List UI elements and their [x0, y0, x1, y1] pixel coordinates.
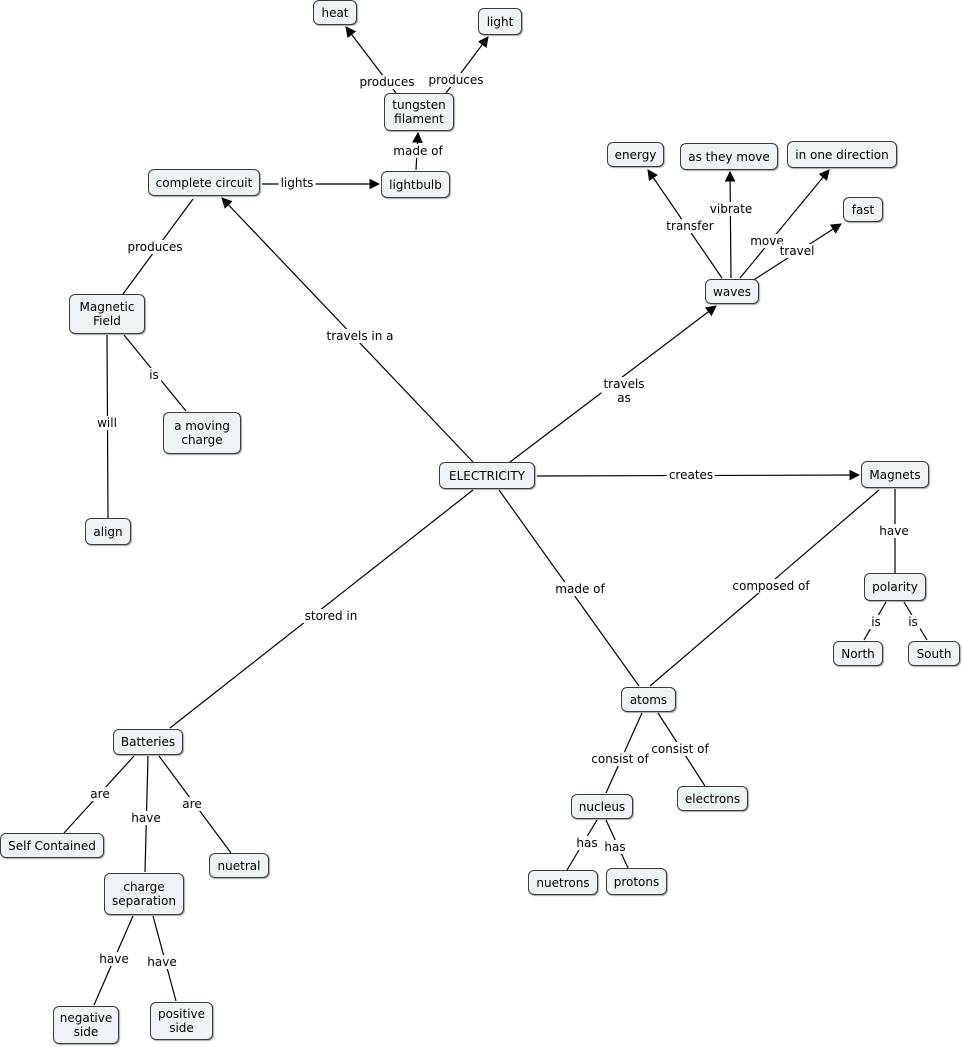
- link-label-transfer: transfer: [664, 219, 716, 233]
- concept-in-one-direction[interactable]: in one direction: [787, 141, 897, 168]
- link-label-composed-of: composed of: [730, 579, 812, 593]
- link-label-consist-of-electrons: consist of: [649, 742, 711, 756]
- link-label-are-nuetral: are: [180, 797, 204, 811]
- link-label-stored-in: stored in: [302, 609, 360, 623]
- edge-waves-as-they-move: [724, 170, 736, 279]
- concept-as-they-move[interactable]: as they move: [680, 143, 778, 170]
- concept-fast[interactable]: fast: [843, 197, 883, 222]
- link-label-are-self-contained: are: [88, 787, 112, 801]
- concept-atoms[interactable]: atoms: [621, 687, 676, 712]
- concept-self-contained[interactable]: Self Contained: [0, 833, 104, 858]
- concept-nuetral[interactable]: nuetral: [209, 853, 269, 878]
- concept-align[interactable]: align: [85, 518, 131, 545]
- concept-electricity[interactable]: ELECTRICITY: [439, 462, 535, 489]
- link-label-produces-heat: produces: [357, 75, 417, 89]
- link-label-made-of-atoms: made of: [553, 582, 607, 596]
- link-label-lights: lights: [278, 176, 316, 190]
- link-label-produces-field: produces: [125, 240, 185, 254]
- link-label-produces-light: produces: [426, 73, 486, 87]
- link-label-travel: travel: [777, 244, 817, 258]
- concept-south[interactable]: South: [908, 641, 960, 666]
- link-label-creates: creates: [666, 468, 716, 482]
- edge-waves-one-direction: [739, 169, 830, 279]
- link-label-made-of-filament: made of: [391, 144, 445, 158]
- concept-nuetrons[interactable]: nuetrons: [528, 870, 598, 895]
- concept-complete-circuit[interactable]: complete circuit: [148, 169, 260, 196]
- concept-magnets[interactable]: Magnets: [861, 461, 929, 488]
- concept-energy[interactable]: energy: [607, 142, 664, 167]
- link-label-travels-as: travels as: [601, 377, 647, 405]
- concept-lightbulb[interactable]: lightbulb: [381, 171, 450, 198]
- concept-heat[interactable]: heat: [313, 0, 357, 25]
- link-label-will-align: will: [95, 416, 119, 430]
- link-label-has-protons: has: [602, 840, 628, 854]
- link-label-is-moving-charge: is: [147, 368, 161, 382]
- concept-charge-separation[interactable]: charge separation: [104, 873, 184, 915]
- link-label-have-positive: have: [145, 955, 179, 969]
- concept-a-moving-charge[interactable]: a moving charge: [163, 412, 241, 454]
- concept-positive-side[interactable]: positive side: [150, 1002, 213, 1040]
- link-label-have-polarity: have: [877, 524, 911, 538]
- concept-negative-side[interactable]: negative side: [53, 1006, 119, 1044]
- concept-tungsten-filament[interactable]: tungsten filament: [384, 93, 454, 131]
- link-label-have-charge-separation: have: [129, 811, 163, 825]
- concept-polarity[interactable]: polarity: [864, 573, 926, 601]
- link-label-consist-of-nucleus: consist of: [589, 752, 651, 766]
- concept-electrons[interactable]: electrons: [677, 786, 748, 811]
- link-label-vibrate: vibrate: [707, 202, 755, 216]
- link-label-move: move: [748, 234, 786, 248]
- link-label-has-nuetrons: has: [574, 836, 600, 850]
- link-label-is-north: is: [869, 615, 883, 629]
- link-label-is-south: is: [906, 615, 920, 629]
- concept-light[interactable]: light: [478, 8, 522, 35]
- link-label-have-negative: have: [97, 952, 131, 966]
- concept-batteries[interactable]: Batteries: [113, 729, 183, 755]
- concept-protons[interactable]: protons: [606, 868, 667, 895]
- concept-magnetic-field[interactable]: Magnetic Field: [69, 294, 145, 334]
- concept-nucleus[interactable]: nucleus: [571, 794, 633, 819]
- concept-north[interactable]: North: [833, 641, 883, 666]
- concept-waves[interactable]: waves: [705, 279, 759, 304]
- link-label-travels-in-a: travels in a: [324, 329, 396, 343]
